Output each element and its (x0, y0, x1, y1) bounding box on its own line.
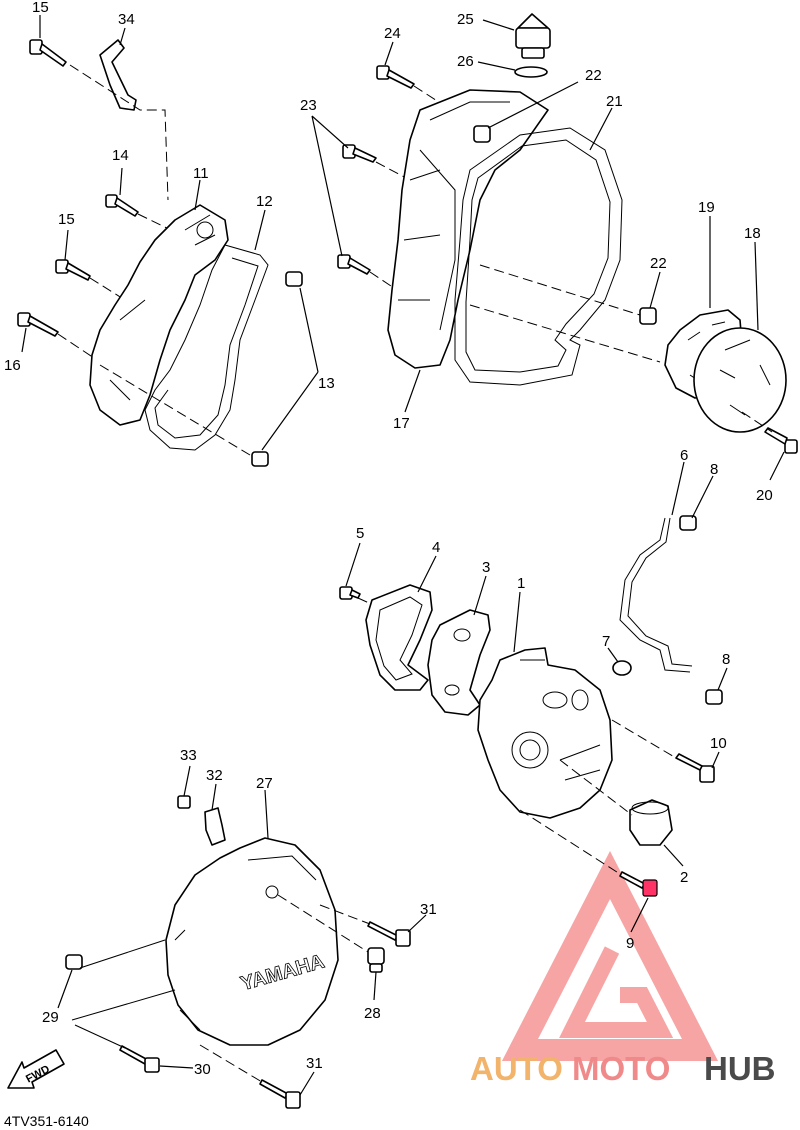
dowel-29 (65, 954, 83, 970)
bolt-15-mid (55, 259, 91, 281)
bolt-15-top (29, 39, 67, 67)
dowel-13-lower (251, 451, 269, 467)
rotor-18 (693, 327, 787, 433)
bolt-24 (376, 65, 415, 89)
fwd-arrow: FWD (7, 1049, 65, 1089)
callout-10: 10 (710, 735, 727, 752)
leader-lines (21, 15, 785, 1096)
watermark-auto: AUTO (470, 1050, 563, 1087)
bolt-33 (177, 795, 191, 809)
callout-31-upper: 31 (420, 901, 437, 918)
washer-7 (612, 660, 632, 676)
pump-cover-group (339, 515, 723, 897)
bracket-34 (99, 39, 137, 111)
bolt-23-upper (342, 144, 377, 163)
clutch-cover-group: YAMAHA FWD (7, 795, 411, 1109)
callout-11: 11 (193, 165, 209, 182)
bolt-14 (105, 194, 139, 217)
dowel-22-lower (639, 307, 657, 325)
gasket-21 (454, 127, 623, 386)
gasket-12 (144, 244, 269, 451)
callout-17: 17 (393, 415, 410, 432)
filler-cap-25 (515, 13, 551, 59)
pump-cover-1 (477, 647, 613, 819)
callout-30: 30 (194, 1061, 211, 1078)
dowel-8-lower (705, 689, 723, 705)
bolt-30 (119, 1045, 160, 1073)
callout-22-right: 22 (650, 255, 667, 272)
callout-8-bottom: 8 (722, 651, 730, 668)
generator-cover-group (17, 39, 303, 467)
dowel-22-upper (473, 125, 491, 143)
callout-23: 23 (300, 97, 317, 114)
callout-18: 18 (744, 225, 761, 242)
callout-3: 3 (482, 559, 490, 576)
bolt-23-lower (337, 254, 371, 275)
plug-2 (629, 799, 673, 846)
callout-32: 32 (206, 767, 223, 784)
callout-31-lower: 31 (306, 1055, 323, 1072)
callout-14: 14 (112, 147, 129, 164)
clutch-cover-27 (165, 837, 339, 1046)
callout-8-top: 8 (710, 461, 718, 478)
bolt-9 (619, 871, 658, 897)
clip-32 (204, 807, 226, 846)
watermark-moto: MOTO (572, 1050, 670, 1087)
dowel-13-upper (285, 271, 303, 287)
crankcase-cover-group (337, 13, 798, 454)
crankcase-cover-17 (387, 89, 549, 369)
callout-24: 24 (384, 25, 401, 42)
callout-26: 26 (457, 53, 474, 70)
callout-34: 34 (118, 11, 135, 28)
callout-4: 4 (432, 539, 440, 556)
callout-2: 2 (680, 869, 688, 886)
o-ring-26 (514, 66, 548, 78)
bolt-5 (339, 586, 361, 600)
watermark-logo (501, 850, 719, 1061)
bolt-31-upper (367, 921, 411, 947)
bolt-20 (764, 427, 798, 454)
callout-6: 6 (680, 447, 688, 464)
watermark-text: AUTO MOTO HUB (470, 1050, 776, 1087)
callout-13: 13 (318, 375, 335, 392)
callout-labels: 15 34 14 11 12 15 16 13 24 25 26 22 21 2… (4, 0, 773, 1078)
callout-5: 5 (356, 525, 364, 542)
callout-16: 16 (4, 357, 21, 374)
diagram-code: 4TV351-6140 (4, 1113, 89, 1129)
dowel-8-upper (679, 515, 697, 531)
callout-33: 33 (180, 747, 197, 764)
callout-25: 25 (457, 11, 474, 28)
callout-28: 28 (364, 1005, 381, 1022)
callout-19: 19 (698, 199, 715, 216)
watermark-hub: HUB (704, 1050, 776, 1087)
callout-20: 20 (756, 487, 773, 504)
callout-1: 1 (517, 575, 525, 592)
callout-21: 21 (606, 93, 623, 110)
callout-12: 12 (256, 193, 273, 210)
bolt-31-lower (259, 1079, 301, 1109)
fitting-28 (367, 947, 385, 973)
callout-15-top: 15 (32, 0, 49, 16)
callout-7: 7 (602, 633, 610, 650)
callout-27: 27 (256, 775, 273, 792)
callout-15-mid: 15 (58, 211, 75, 228)
bolt-16 (17, 312, 59, 337)
bolt-10 (675, 753, 715, 783)
gasket-4 (365, 584, 433, 691)
pipe-6 (619, 517, 691, 673)
callout-9: 9 (626, 935, 634, 952)
callout-22-top: 22 (585, 67, 602, 84)
callout-29: 29 (42, 1009, 59, 1026)
